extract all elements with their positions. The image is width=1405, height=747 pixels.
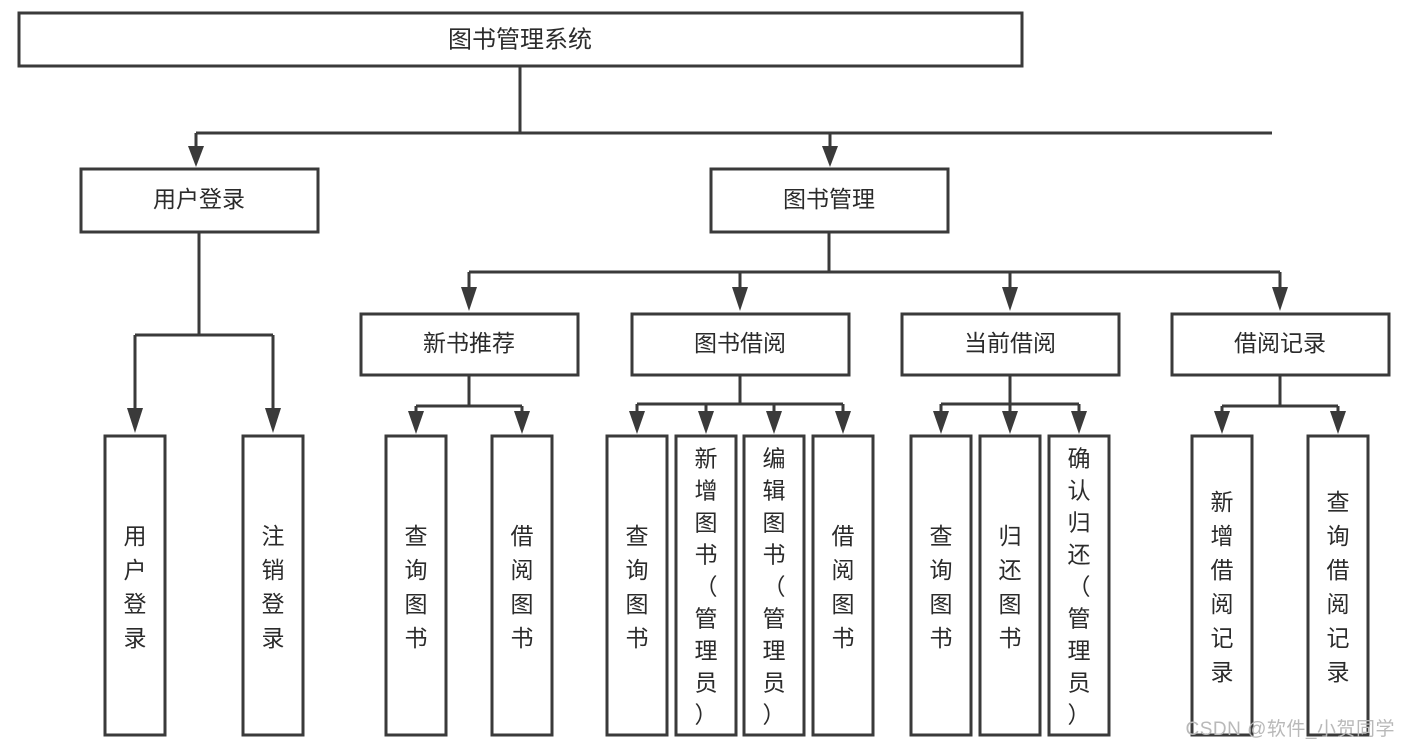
- arrow-head-icon: [461, 287, 477, 311]
- connector-book-management-to-level3: [461, 232, 1288, 311]
- book-management-node-label: 图书管理: [783, 186, 875, 212]
- new-book-recommend-node-box[interactable]: [359, 312, 580, 377]
- leaf-label: 查询图书: [930, 523, 953, 651]
- arrow-head-icon: [1071, 411, 1087, 434]
- arrow-head-icon: [1002, 411, 1018, 434]
- connector-borrow-record-to-leaves: [1214, 375, 1346, 434]
- leaf-label: 借阅图书: [832, 523, 855, 651]
- user-login-node-box[interactable]: [79, 167, 320, 234]
- leaf-label: 注销登录: [262, 523, 285, 651]
- leaf-node-logout[interactable]: 注销登录: [241, 434, 305, 737]
- arrow-head-icon: [698, 411, 714, 434]
- book-borrow-node-label: 图书借阅: [694, 330, 786, 356]
- current-borrow-node-label: 当前借阅: [964, 330, 1056, 356]
- leaf-label: 查询图书: [626, 523, 649, 651]
- arrow-head-icon: [933, 411, 949, 434]
- arrow-head-icon: [265, 408, 281, 433]
- arrow-head-icon: [1330, 411, 1346, 434]
- leaf-node-borrow-book[interactable]: 借阅图书: [811, 434, 875, 737]
- connector-book-borrow-to-leaves: [629, 375, 851, 434]
- leaf-label: 确认归还（管理员）: [1068, 446, 1091, 728]
- leaf-box[interactable]: [811, 434, 875, 737]
- arrow-head-icon: [1214, 411, 1230, 434]
- connector-new-book-recommend-to-leaves: [408, 375, 530, 434]
- arrow-head-icon: [1002, 287, 1018, 311]
- leaf-label: 查询借阅记录: [1327, 489, 1350, 685]
- leaf-node-query-book-current[interactable]: 查询图书: [909, 434, 973, 737]
- leaf-label: 用户登录: [124, 523, 147, 651]
- new-book-recommend-node-label: 新书推荐: [423, 330, 515, 356]
- node-book-management[interactable]: 图书管理: [709, 167, 950, 234]
- borrow-record-node-label: 借阅记录: [1234, 330, 1326, 356]
- node-current-borrow[interactable]: 当前借阅: [900, 312, 1121, 377]
- leaf-node-query-borrow-record[interactable]: 查询借阅记录: [1306, 434, 1370, 737]
- leaf-box[interactable]: [1047, 434, 1111, 737]
- leaf-node-add-borrow-record[interactable]: 新增借阅记录: [1190, 434, 1254, 737]
- arrow-head-icon: [514, 411, 530, 434]
- node-user-login[interactable]: 用户登录: [79, 167, 320, 234]
- leaf-node-return-book[interactable]: 归还图书: [978, 434, 1042, 737]
- node-new-book-recommend[interactable]: 新书推荐: [359, 312, 580, 377]
- root-node-label: 图书管理系统: [448, 26, 592, 53]
- leaf-node-user-login[interactable]: 用户登录: [103, 434, 167, 737]
- leaf-box[interactable]: [384, 434, 448, 737]
- connector-current-borrow-to-leaves: [933, 375, 1087, 434]
- leaf-box[interactable]: [909, 434, 973, 737]
- arrow-head-icon: [766, 411, 782, 434]
- node-root-book-management-system[interactable]: 图书管理系统: [17, 11, 1024, 68]
- leaf-label: 新增图书（管理员）: [695, 446, 718, 728]
- leaf-node-confirm-return-admin[interactable]: 确认归还（管理员）: [1047, 434, 1111, 737]
- leaf-label: 新增借阅记录: [1211, 489, 1234, 685]
- leaf-box[interactable]: [1306, 434, 1370, 737]
- leaf-node-query-book-recommend[interactable]: 查询图书: [384, 434, 448, 737]
- arrow-head-icon: [188, 146, 204, 167]
- arrow-head-icon: [629, 411, 645, 434]
- root-node-box[interactable]: [17, 11, 1024, 68]
- leaf-box[interactable]: [241, 434, 305, 737]
- arrow-head-icon: [835, 411, 851, 434]
- arrow-head-icon: [1272, 287, 1288, 311]
- leaf-node-borrow-book-recommend[interactable]: 借阅图书: [490, 434, 554, 737]
- user-login-node-label: 用户登录: [153, 186, 245, 212]
- leaf-label: 编辑图书（管理员）: [763, 446, 786, 728]
- connector-root-to-level2: [188, 66, 1272, 167]
- leaf-box[interactable]: [1190, 434, 1254, 737]
- leaf-box[interactable]: [490, 434, 554, 737]
- leaf-box[interactable]: [605, 434, 669, 737]
- node-book-borrow[interactable]: 图书借阅: [630, 312, 851, 377]
- arrow-head-icon: [732, 287, 748, 311]
- leaf-label: 归还图书: [999, 523, 1022, 651]
- node-borrow-record[interactable]: 借阅记录: [1170, 312, 1391, 377]
- leaf-box[interactable]: [742, 434, 806, 737]
- leaf-node-query-book-borrow[interactable]: 查询图书: [605, 434, 669, 737]
- arrow-head-icon: [822, 146, 838, 167]
- current-borrow-node-box[interactable]: [900, 312, 1121, 377]
- leaf-label: 查询图书: [405, 523, 428, 651]
- arrow-head-icon: [408, 411, 424, 434]
- leaf-box[interactable]: [674, 434, 738, 737]
- leaf-node-edit-book-admin[interactable]: 编辑图书（管理员）: [742, 434, 806, 737]
- arrow-head-icon: [127, 408, 143, 433]
- leaf-node-add-book-admin[interactable]: 新增图书（管理员）: [674, 434, 738, 737]
- leaf-box[interactable]: [103, 434, 167, 737]
- leaf-label: 借阅图书: [511, 523, 534, 651]
- leaf-box[interactable]: [978, 434, 1042, 737]
- connector-user-login-to-leaves: [127, 232, 281, 433]
